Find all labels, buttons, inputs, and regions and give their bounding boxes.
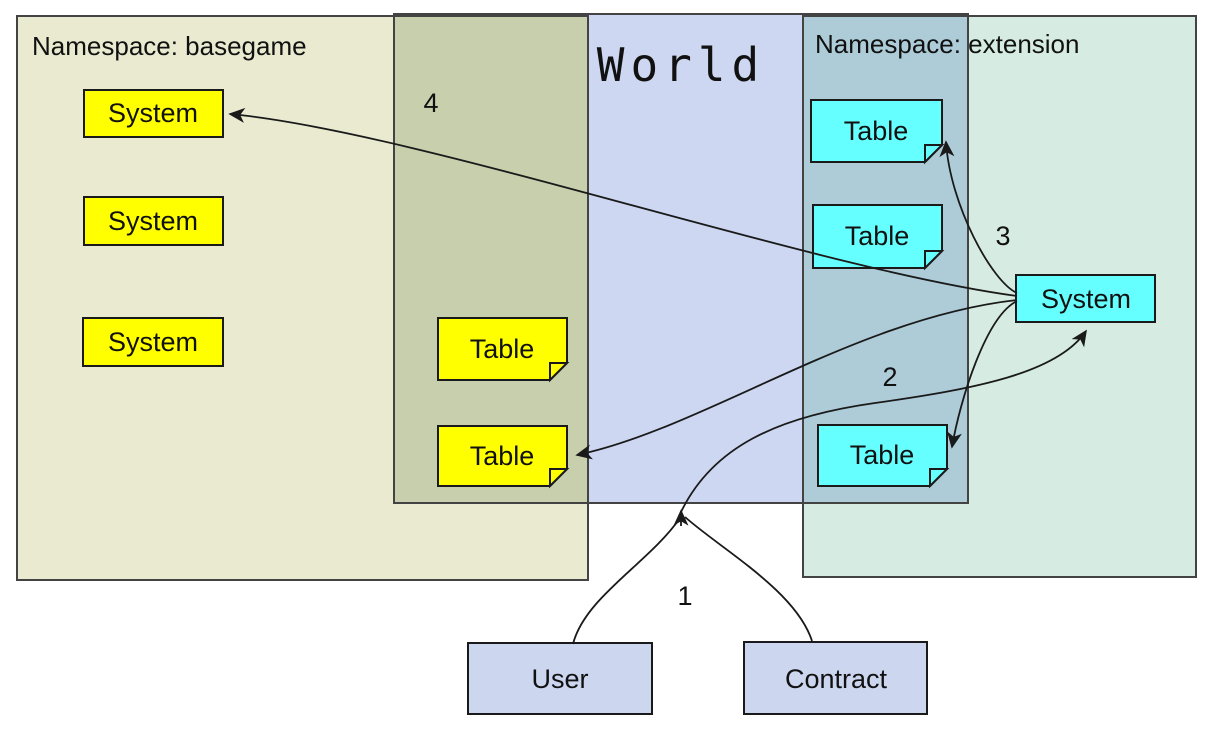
- arrow-system-to-basegame-table: [575, 299, 1018, 460]
- flow-step-2: 2: [882, 362, 897, 392]
- extension-table-note: Table: [812, 204, 945, 271]
- user-label: User: [531, 664, 588, 694]
- note-fold-icon: [549, 468, 570, 489]
- basegame-table-note: Table: [437, 317, 570, 383]
- table-label: Table: [850, 440, 915, 470]
- table-label: Table: [470, 334, 535, 364]
- basegame-table-note: Table: [437, 425, 570, 489]
- world-region-border: [393, 13, 969, 504]
- contract-node: Contract: [743, 641, 928, 715]
- extension-table-note: Table: [817, 424, 950, 489]
- edge-contract-to-world: [684, 516, 813, 642]
- contract-box: [743, 641, 928, 715]
- extension-region-border: [802, 15, 1197, 578]
- table-label: Table: [845, 221, 910, 251]
- extension-table-note: Table: [810, 99, 945, 165]
- basegame-region-border: [16, 15, 589, 581]
- system-label: System: [108, 327, 198, 357]
- user-node: User: [467, 642, 653, 715]
- basegame-system-node: System: [82, 317, 224, 367]
- user-box: [467, 642, 653, 715]
- system-label: System: [1041, 284, 1131, 314]
- table-label: Table: [470, 441, 535, 471]
- flow-step-1: 1: [677, 581, 692, 611]
- arrow-world-to-system: [680, 329, 1087, 513]
- note-fold-icon: [929, 468, 950, 489]
- arrow-system-to-extension-table-top: [939, 140, 1018, 294]
- world-title: World: [597, 38, 765, 92]
- extension-system-node: System: [1015, 274, 1156, 323]
- edge-user-to-world: [572, 517, 681, 645]
- system-box: [1015, 274, 1156, 323]
- system-label: System: [108, 98, 198, 128]
- contract-label: Contract: [785, 664, 888, 694]
- flow-step-4: 4: [423, 88, 438, 118]
- note-fold-icon: [549, 362, 570, 383]
- basegame-system-node: System: [83, 196, 224, 246]
- basegame-world-overlap: [394, 16, 588, 503]
- basegame-system-node: System: [83, 89, 224, 138]
- extension-namespace-title: Namespace: extension: [815, 29, 1079, 59]
- basegame-namespace-title: Namespace: basegame: [32, 31, 307, 61]
- system-box: [82, 317, 224, 367]
- system-label: System: [108, 206, 198, 236]
- arrow-system-to-extension-table-bottom: [947, 300, 1018, 449]
- flow-step-3: 3: [995, 221, 1010, 251]
- note-fold-icon: [924, 250, 945, 271]
- table-label: Table: [844, 116, 909, 146]
- arrow-system-to-basegame-system: [228, 107, 1018, 297]
- system-box: [83, 89, 224, 138]
- system-box: [83, 196, 224, 246]
